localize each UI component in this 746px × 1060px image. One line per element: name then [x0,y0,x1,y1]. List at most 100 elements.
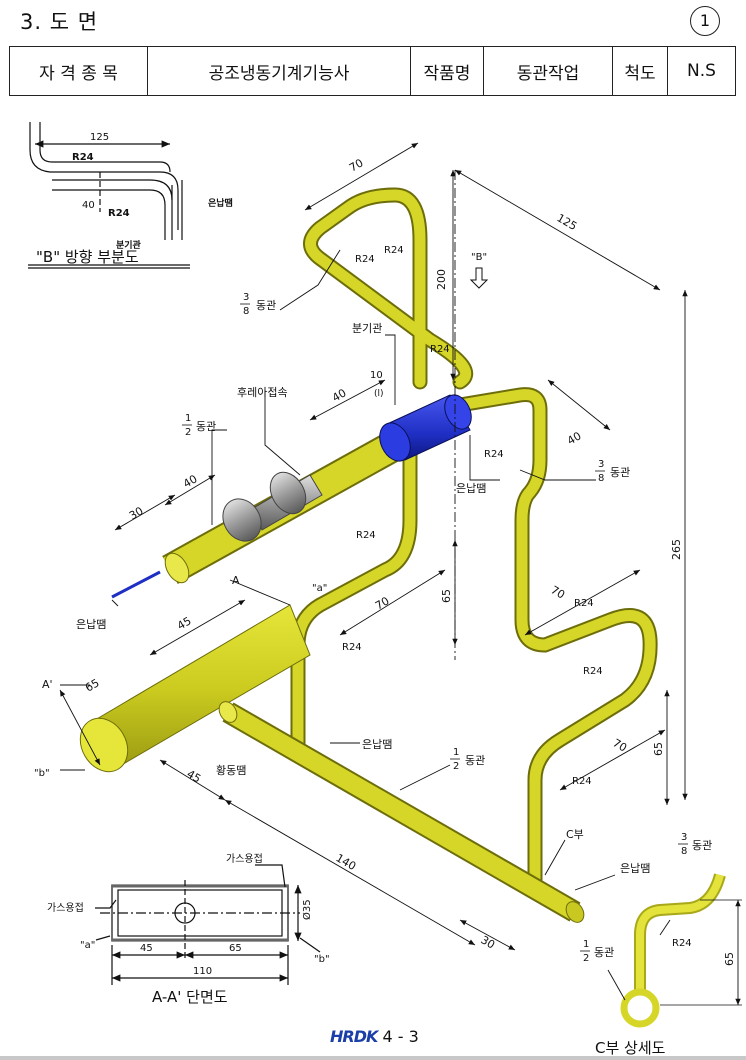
silver-mid: 은납땜 [456,482,486,495]
pipe-12-text: 동관 [196,420,216,433]
half-pipe-end [164,552,190,584]
r24-g: R24 [574,598,594,609]
silver-c: 은납땜 [620,862,650,875]
solder-rod [111,570,161,599]
flare-label: 후레아접속 [237,386,288,399]
leader-pipe-12 [211,429,227,525]
dimension-lines [59,142,688,951]
b-direction-arrow [469,267,489,289]
leader-silver-mid [469,435,500,481]
dim-line-30-b [459,919,516,951]
dim-45-a: 45 [175,614,194,632]
leader-silver-c [574,874,616,891]
title-block-table: 자 격 종 목 공조냉동기계기능사 작품명 동관작업 척도 N.S [9,46,736,96]
label-a: A [232,574,240,587]
b-r24-top: R24 [72,152,94,163]
silver-low: 은납땜 [362,738,392,751]
cd-pipe-12-num: 1 [583,939,589,950]
cell-qualification-label: 자 격 종 목 [9,46,148,96]
section-dim-35-label: Ø35 [301,899,313,920]
section-b-quote: "b" [314,954,330,965]
dim-40-flare: 40 [330,386,349,404]
dim-70-top: 70 [347,156,366,174]
dim-line-30 [114,494,176,531]
dim-65-left: 65 [83,676,102,694]
flare-nut [222,471,323,542]
pipe-12-low-text: 동관 [465,754,485,767]
branch-pipe-label: 분기관 [352,322,382,335]
b-branch-pipe: 분기관 [116,239,142,251]
leader-branch [385,334,396,405]
title-block-row: 자 격 종 목 공조냉동기계기능사 작품명 동관작업 척도 N.S [9,46,736,96]
b-r24-bottom: R24 [108,208,130,219]
dim-line-65-left [59,689,101,766]
dim-line-70-right [524,569,641,636]
leader-c-part [544,839,566,876]
leader-pipe-38-left [279,249,341,311]
dim-line-125-top [454,169,661,291]
section-dim-65-label: 65 [229,943,242,954]
b-view-pipe-lower [52,189,166,240]
dim-line-40-a [164,474,216,506]
c-detail-title: C부 상세도 [595,1039,666,1057]
section-aa [95,864,321,985]
pipe-38-right-den: 8 [598,473,604,484]
pipe-assembly [79,187,658,923]
dim-line-70-low [559,729,666,791]
section-dim-45-label: 45 [140,943,153,954]
leader-flare [264,390,301,476]
b-silver-solder: 은납땜 [208,197,233,209]
leader-silver-left [111,599,119,607]
c-detail-header-section [620,988,660,1028]
pipe-38-right-text: 동관 [610,466,630,479]
leader-a [229,579,291,606]
c-part-label: C부 [566,828,584,841]
silver-left: 은납땜 [76,618,106,631]
dim-line-40-flare [309,379,386,421]
pipe-12-low-den: 2 [453,761,459,772]
dim-line-140 [224,799,476,946]
footer-page: 4 - 3 [382,1027,419,1046]
r24-f: R24 [342,642,362,653]
dim-line-45-a [149,599,246,656]
cell-work-value: 동관작업 [483,46,613,96]
dim-30-b: 30 [479,933,498,951]
dim-65-right: 65 [652,742,665,756]
pipe-38-right-num: 3 [598,459,604,470]
label-a-quote: "a" [312,583,327,594]
hrdk-logo: HRDK [330,1027,378,1046]
dim-30-a: 30 [127,504,146,522]
dim-265: 265 [670,539,683,560]
dim-line-70-top [304,142,419,211]
cd-pipe-12-den: 2 [583,953,589,964]
pipe-38-left-text: 동관 [256,299,276,312]
c-detail-pipe [636,873,724,990]
cell-qualification-value: 공조냉동기계기능사 [147,46,411,96]
pipe-12-den: 2 [185,427,191,438]
section-title: A-A' 단면도 [152,988,228,1006]
r24-a: R24 [384,245,404,256]
section-a-quote: "a" [80,940,95,951]
b-view-pipe-outer [29,122,179,230]
footer: HRDK 4 - 3 [330,1027,419,1046]
page-title: 3. 도 면 [20,10,99,34]
label-b-quote: "b" [34,768,50,779]
dim-70-low: 70 [611,736,630,754]
cell-scale-value: N.S [667,46,736,96]
dim-200: 200 [435,269,448,290]
b-dim-125: 125 [90,132,109,143]
b-arrow-label: "B" [471,252,487,263]
dim-10: 10 [370,370,383,381]
r24-i: R24 [572,776,592,787]
dim-40-a: 40 [181,472,200,490]
cell-scale-label: 척도 [612,46,668,96]
label-a-prime: A' [42,678,53,691]
dim-125-top: 125 [555,211,580,233]
r24-e: R24 [356,530,376,541]
tee-fitting [379,394,472,462]
c-detail-pipe-outline [634,873,726,990]
dim-40-right: 40 [565,429,584,447]
cd-r24: R24 [672,938,692,949]
bottom-pipe-end [218,701,238,723]
cd-dim-65: 65 [723,952,736,966]
